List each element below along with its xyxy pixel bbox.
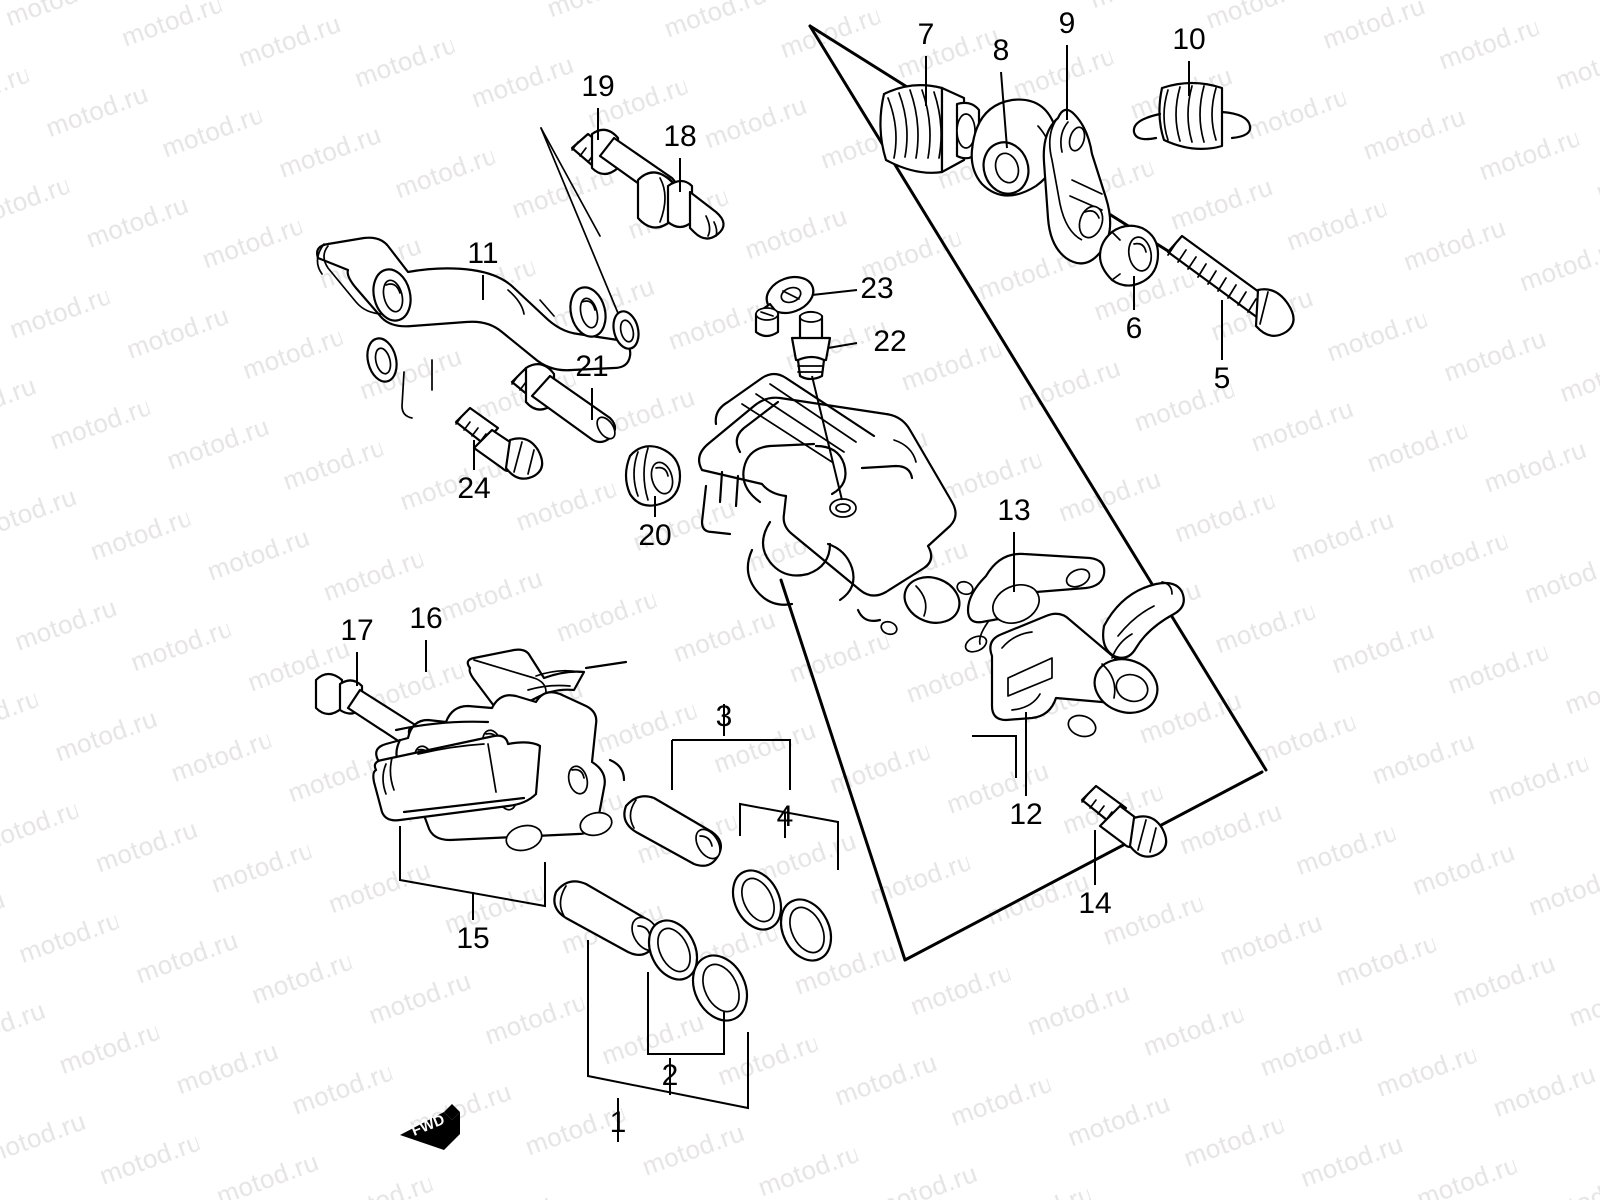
- callout-4: 4: [777, 800, 794, 833]
- part-piston-seal-set: [647, 919, 749, 1022]
- part-pin-boot: [624, 445, 682, 507]
- part-long-bolt: [1166, 234, 1295, 337]
- callout-17: 17: [340, 614, 373, 647]
- callout-19: 19: [581, 70, 614, 103]
- callout-12: 12: [1009, 798, 1042, 831]
- part-adjuster-screw: [879, 83, 981, 174]
- callout-10: 10: [1172, 23, 1205, 56]
- callout-23: 23: [860, 272, 893, 305]
- part-mounting-bolt: [454, 406, 544, 480]
- callout-5: 5: [1214, 362, 1231, 395]
- callout-14: 14: [1078, 887, 1111, 920]
- callout-18: 18: [663, 120, 696, 153]
- part-lever-arm: [1042, 108, 1112, 265]
- callout-3: 3: [716, 700, 733, 733]
- callout-21: 21: [575, 350, 608, 383]
- callout-15: 15: [456, 922, 489, 955]
- callout-7: 7: [918, 18, 935, 51]
- callout-20: 20: [638, 519, 671, 552]
- callout-6: 6: [1126, 312, 1143, 345]
- part-brake-pad-set: [372, 691, 626, 852]
- callout-1: 1: [610, 1106, 627, 1139]
- callout-24: 24: [457, 472, 490, 505]
- callout-13: 13: [997, 494, 1030, 527]
- callout-16: 16: [409, 602, 442, 635]
- callout-22: 22: [873, 325, 906, 358]
- callout-8: 8: [993, 34, 1010, 67]
- callout-2: 2: [662, 1059, 679, 1092]
- part-caliper-body: [697, 372, 974, 636]
- callout-11: 11: [467, 237, 498, 270]
- part-flange-nut: [1098, 224, 1160, 287]
- forward-direction-arrow: FWD: [400, 1104, 460, 1150]
- part-return-spring: [1132, 81, 1252, 151]
- callout-9: 9: [1059, 7, 1076, 40]
